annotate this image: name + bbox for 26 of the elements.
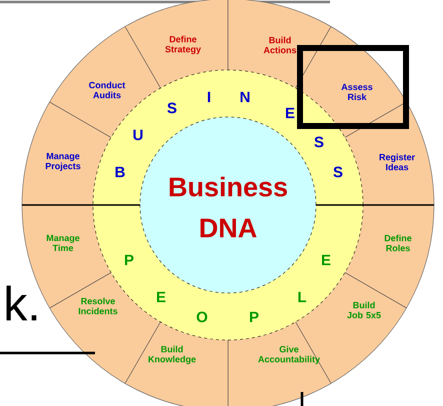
ring-letter: S (333, 166, 342, 178)
ring-letter: I (208, 92, 210, 102)
ring-segment: Build Actions (228, 0, 332, 88)
ring-letter: E (322, 254, 330, 266)
ring-segment: Build Knowledge (124, 322, 228, 406)
ring-letter: U (133, 130, 142, 140)
node-label: Manage Projects (46, 152, 80, 172)
ring-segment: Define Strategy (124, 0, 228, 88)
node-label: Build Actions (264, 36, 296, 54)
ring-letter: S (167, 102, 176, 114)
ring-letter: P (250, 312, 258, 322)
ring-letter: E (286, 108, 294, 118)
node-label: Assess Risk (341, 84, 372, 100)
node-label: Manage Time (46, 234, 80, 252)
ring-letter: B (116, 166, 125, 178)
ring-segment: Give Accountability (228, 322, 332, 406)
ring-letter: O (196, 312, 208, 322)
ring-letter: S (314, 136, 324, 148)
node-label: Define Roles (384, 234, 412, 252)
ring-segment: Manage Projects (22, 102, 112, 206)
node-label: Define Strategy (165, 36, 201, 54)
node-label: Register Ideas (380, 154, 415, 170)
node-label: Conduct Audits (89, 82, 126, 98)
ring-letter: P (125, 254, 134, 266)
ring-letter: N (240, 92, 250, 102)
ring-letter: L (298, 292, 306, 302)
